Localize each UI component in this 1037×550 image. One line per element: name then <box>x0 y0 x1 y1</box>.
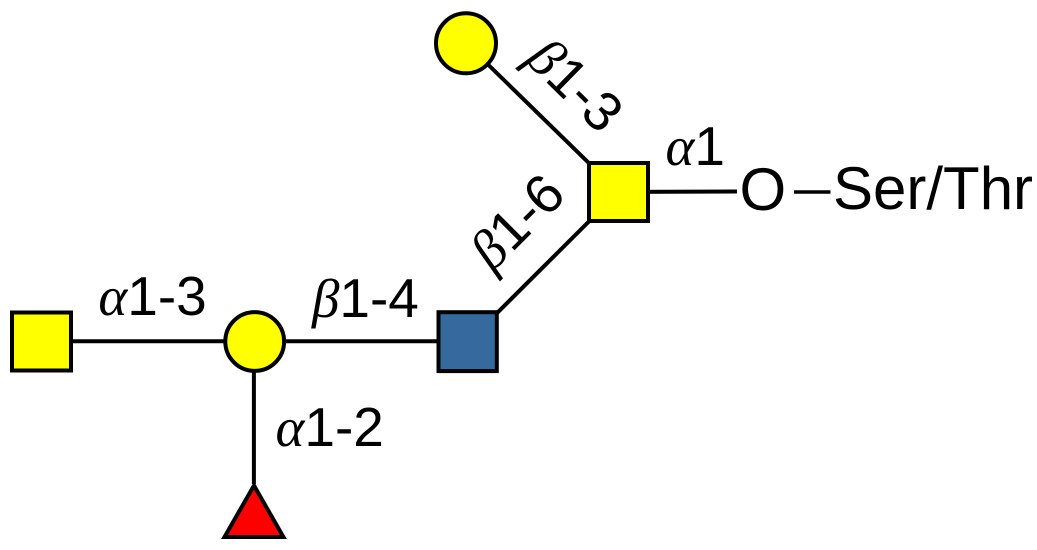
svg-text:Ser/Thr: Ser/Thr <box>833 155 1033 222</box>
svg-text:α1: α1 <box>666 115 725 177</box>
svg-text:β1-4: β1-4 <box>311 267 419 329</box>
svg-text:O: O <box>740 156 787 223</box>
svg-text:α1-3: α1-3 <box>98 265 206 327</box>
svg-text:α1-2: α1-2 <box>276 396 384 458</box>
